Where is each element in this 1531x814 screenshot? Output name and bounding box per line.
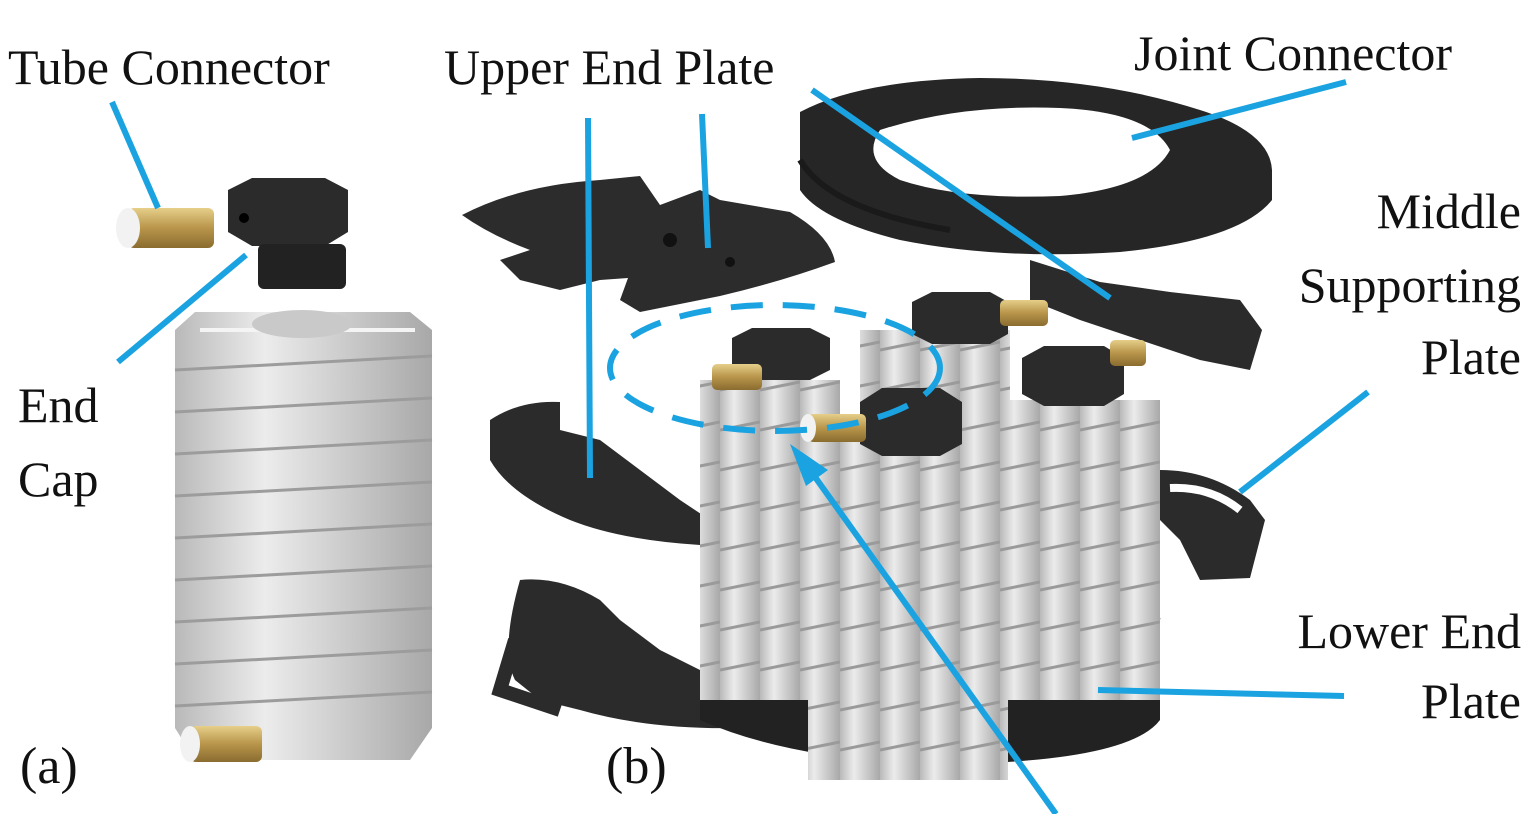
middle-supporting-plate-right [1030, 260, 1262, 370]
leader-actuator-bottom [797, 454, 1059, 814]
middle-supporting-plate-upper-left [490, 401, 710, 545]
arrowhead [790, 444, 828, 486]
label-end-cap-line1: End [18, 377, 99, 433]
tube-connector-a-top [116, 208, 214, 248]
label-upper-end-plate: Upper End Plate [444, 39, 775, 95]
label-middle-supporting-plate-line3: Plate [1421, 329, 1521, 385]
leader-end-cap [116, 252, 248, 365]
highlight-ellipse [607, 302, 943, 434]
label-tube-connector: Tube Connector [8, 39, 330, 95]
label-lower-end-plate-line1: Lower End [1297, 603, 1521, 659]
leader-lines [109, 79, 1370, 814]
leader-upper-end-plate-left [585, 117, 593, 479]
lower-plate-arc-left [491, 579, 740, 729]
single-actuator [116, 178, 433, 762]
actuator-front-right [980, 340, 1160, 700]
end-cap-a [228, 178, 348, 289]
leader-upper-end-plate-right [699, 113, 711, 249]
joint-connector-ring [797, 78, 1272, 255]
panel-label-a: (a) [20, 738, 78, 795]
label-middle-supporting-plate-line2: Supporting [1298, 257, 1521, 313]
bellow-body-a [174, 310, 433, 760]
leader-upper-end-plate-diagonal [810, 87, 1112, 301]
label-lower-end-plate-line2: Plate [1421, 673, 1521, 729]
leader-lower-end-plate [1097, 687, 1345, 699]
tube-connector-a-bottom [180, 726, 262, 762]
leader-joint-connector [1131, 79, 1347, 141]
actuator-front-center [800, 388, 1008, 780]
upper-end-plate-piece [462, 176, 835, 312]
middle-supporting-plate-lower-right [1160, 470, 1265, 580]
label-joint-connector: Joint Connector [1134, 25, 1453, 81]
label-middle-supporting-plate-line1: Middle [1376, 183, 1521, 239]
panel-label-b: (b) [606, 738, 667, 795]
leader-middle-supporting-plate [1238, 389, 1370, 495]
label-end-cap-line2: Cap [18, 451, 99, 507]
leader-tube-connector [109, 100, 161, 210]
